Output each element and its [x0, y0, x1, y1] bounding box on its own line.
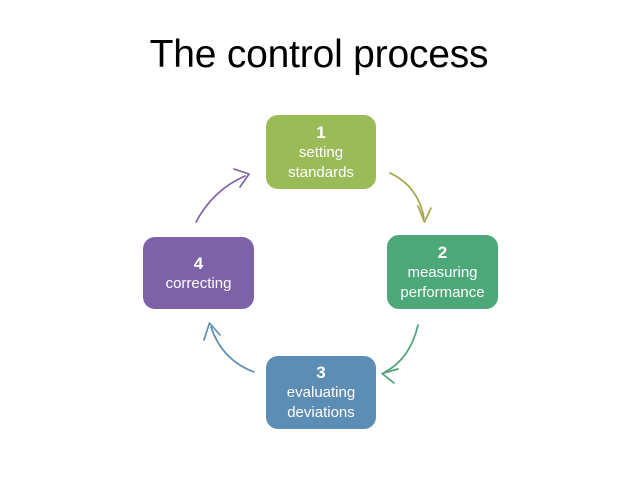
arrow-2-to-3-icon	[381, 324, 419, 384]
node-3-label-line1: evaluating	[286, 384, 356, 401]
node-2-number: 2	[437, 242, 448, 262]
node-3-number: 3	[316, 363, 326, 382]
arrow-3-to-4-icon	[203, 322, 255, 373]
node-4-label-line1: correcting	[165, 274, 232, 292]
page-title: The control process	[149, 33, 489, 76]
node-3-label-line2: deviations	[287, 404, 355, 421]
node-1-label-line2: standards	[288, 163, 354, 181]
arrow-1-to-2-icon	[389, 172, 432, 223]
cycle-node-3-evaluating-deviations[interactable]: 3 evaluating deviations	[266, 356, 376, 429]
node-1-label-line1: setting	[298, 143, 344, 161]
node-2-label-line2: performance	[400, 283, 485, 301]
node-4-number: 4	[193, 253, 204, 273]
arrow-4-to-1-icon	[195, 168, 250, 223]
node-1-number: 1	[316, 122, 326, 142]
cycle-node-4-correcting[interactable]: 4 correcting	[143, 237, 254, 309]
cycle-node-2-measuring-performance[interactable]: 2 measuring performance	[387, 235, 498, 309]
node-2-label-line1: measuring	[407, 263, 478, 281]
cycle-node-1-setting-standards[interactable]: 1 setting standards	[266, 115, 376, 189]
